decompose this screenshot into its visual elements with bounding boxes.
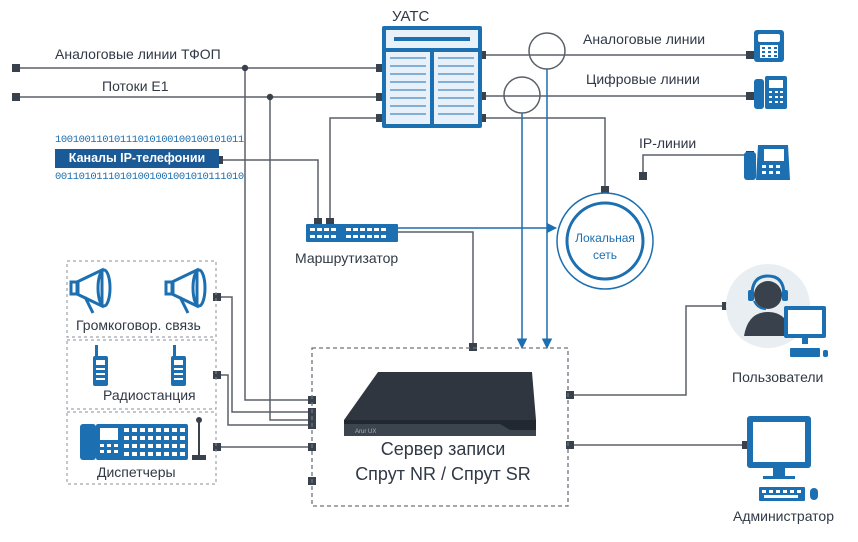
local-network-label-line1: Локальная (575, 231, 635, 245)
connection-lines (17, 54, 752, 448)
walkie-talkie-icon (171, 345, 186, 386)
analog-phone-icon (754, 30, 784, 62)
dispatcher-console-icon (80, 417, 206, 460)
local-network-label-line2: сеть (592, 248, 618, 262)
operator-headset-icon (726, 264, 828, 357)
blue-arrows (398, 69, 558, 350)
svg-text:Arur UX: Arur UX (355, 429, 376, 435)
megaphone-icon (164, 267, 207, 314)
pbx-cabinet (382, 26, 482, 128)
digital-lines-label: Цифровые линии (586, 71, 700, 87)
server-label-line2: Спрут NR / Спрут SR (355, 464, 531, 484)
megaphone-icon (69, 267, 112, 314)
radio-label: Радиостанция (103, 387, 196, 403)
bits-bottom: 00110101110101001001001010111010 (55, 171, 244, 183)
local-network-label: Локальная сеть (566, 230, 644, 264)
loudspeaker-label: Громкоговор. связь (76, 317, 201, 333)
ip-lines-label: IP-линии (639, 135, 697, 151)
server-label-line1: Сервер записи (380, 439, 506, 459)
analog-lines-label: Аналоговые линии (583, 31, 706, 47)
computer-icon (747, 416, 818, 501)
local-network-circle (556, 192, 654, 290)
analog-pstn-label: Аналоговые линии ТФОП (55, 46, 221, 62)
router-label: Маршрутизатор (295, 250, 399, 266)
left-device-groups (66, 260, 217, 485)
dispatchers-label: Диспетчеры (97, 464, 176, 480)
walkie-talkie-icon (93, 345, 108, 386)
recording-server: Arur UX (344, 372, 536, 436)
server-label: Сервер записи Спрут NR / Спрут SR (318, 437, 568, 487)
ip-phone-icon (744, 145, 790, 180)
digital-phone-icon (754, 76, 787, 109)
bits-top: 10010011010111010100100100101011 (55, 134, 244, 146)
router-device (306, 224, 398, 242)
server-zone (311, 347, 569, 507)
ip-channels-bar: Каналы IP-телефонии (55, 149, 219, 168)
pbx-label: УАТС (392, 8, 430, 25)
current-clamps (503, 32, 566, 114)
users-label: Пользователи (732, 369, 824, 385)
admin-label: Администратор (733, 508, 835, 524)
e1-label: Потоки Е1 (102, 78, 169, 94)
